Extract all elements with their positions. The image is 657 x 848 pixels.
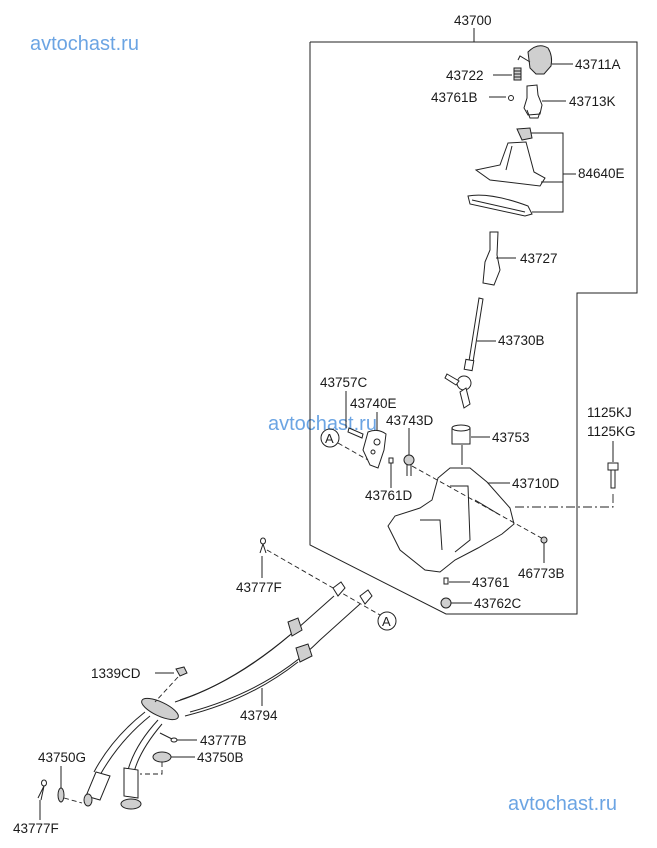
label-43777B: 43777B (200, 733, 247, 748)
label-43777F-bottom: 43777F (13, 821, 59, 836)
label-43713K: 43713K (569, 94, 616, 109)
clip-part-top (259, 537, 267, 554)
clip-part-43777B (159, 732, 178, 743)
label-43777F-top: 43777F (236, 580, 282, 595)
nut-part-43762C (440, 597, 452, 609)
spring-part (513, 67, 522, 81)
pin-part-43761 (443, 577, 449, 585)
label-43711A: 43711A (575, 57, 621, 72)
shift-knob-part (517, 45, 553, 75)
label-43730B: 43730B (498, 333, 545, 348)
watermark-bottom-right: avtochast.ru (508, 793, 617, 815)
label-46773B: 46773B (518, 566, 565, 581)
assembly-boundary (309, 28, 638, 615)
label-1125KJ: 1125KJ (587, 405, 632, 420)
label-43761: 43761 (472, 575, 510, 590)
boot-part (467, 127, 546, 217)
knob-insert-part (523, 84, 543, 119)
callout-a-upper: A (320, 428, 340, 448)
shifter-housing-part (387, 467, 515, 573)
label-43722: 43722 (446, 68, 484, 83)
label-43757C: 43757C (320, 375, 368, 390)
grommet-part-1339CD (175, 666, 188, 677)
label-43740E: 43740E (350, 396, 397, 411)
label-43794: 43794 (240, 708, 278, 723)
washer-part-43750G (57, 787, 65, 803)
label-1125KG: 1125KG (587, 424, 636, 439)
label-43743D: 43743D (386, 413, 434, 428)
watermark-middle: avtochast.ru (268, 413, 377, 435)
label-43762C: 43762C (474, 596, 522, 611)
lever-sleeve-part (482, 231, 501, 286)
callout-a-lower: A (377, 611, 397, 631)
clip-part-bottom (37, 779, 47, 801)
select-lever-part (347, 427, 387, 469)
svg-text:A: A (325, 431, 334, 446)
label-43750G: 43750G (38, 750, 86, 765)
label-1339CD: 1339CD (91, 666, 141, 681)
assembly-label: 43700 (454, 13, 492, 28)
label-84640E: 84640E (578, 166, 625, 181)
svg-text:A: A (382, 614, 391, 629)
label-43753: 43753 (492, 430, 530, 445)
washer-part-43750B (152, 751, 172, 763)
bush-part-43753 (451, 424, 471, 445)
label-43761D: 43761D (365, 488, 413, 503)
bolt-part (607, 462, 619, 489)
nut-part-46773B (540, 536, 548, 544)
label-43710D: 43710D (512, 476, 560, 491)
bushing-part (403, 454, 415, 476)
watermark-top-left: avtochast.ru (30, 33, 139, 55)
shift-cable-assembly-part (83, 581, 373, 810)
pin-part-43761D (388, 457, 394, 464)
shift-lever-part (444, 297, 484, 409)
ball-part (508, 95, 514, 101)
label-43750B: 43750B (197, 750, 244, 765)
label-43761B: 43761B (431, 90, 478, 105)
label-43727: 43727 (520, 251, 558, 266)
